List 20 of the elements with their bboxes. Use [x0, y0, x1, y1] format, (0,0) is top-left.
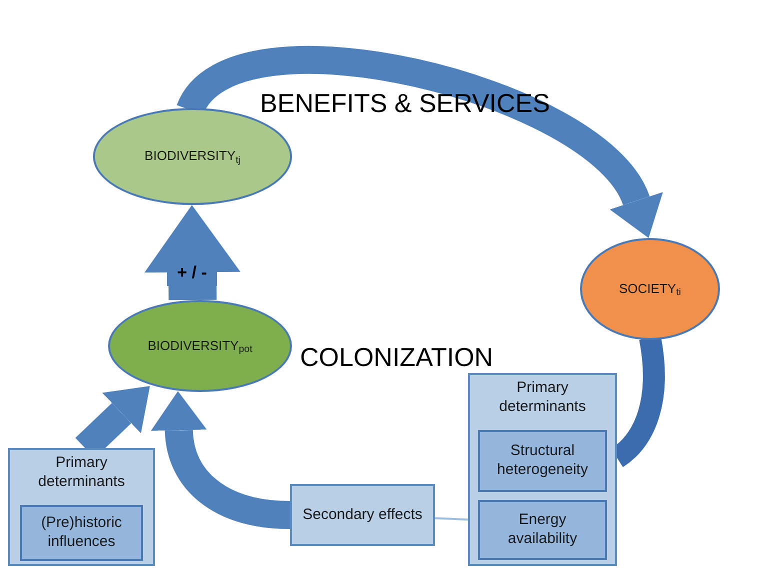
- arrow: [150, 391, 291, 529]
- node-label: Secondary effects: [302, 506, 424, 524]
- process-box: [290, 484, 435, 546]
- process-label: COLONIZATION: [300, 341, 494, 374]
- node-label: Primary determinants: [37, 454, 126, 492]
- node-label: Primary determinants: [498, 379, 587, 416]
- node-label: BIODIVERSITY$_{tj}$: [144, 148, 242, 165]
- factor-box: [478, 430, 607, 492]
- node-label: Structural heterogeneity: [496, 442, 589, 480]
- factor-box: [478, 500, 607, 560]
- arrow: [178, 46, 661, 235]
- arrow: [144, 205, 240, 300]
- node-label: BIODIVERSITY$_{pot}$: [146, 338, 254, 354]
- node-label: SOCIETY$_{ti}$: [618, 280, 682, 298]
- factor-box: [20, 505, 143, 561]
- node-label: Energy availability: [506, 511, 578, 549]
- group-box: [8, 448, 155, 566]
- node-label: (Pre)historic influences: [40, 514, 123, 552]
- group-box: [468, 373, 617, 566]
- connector: [434, 517, 468, 521]
